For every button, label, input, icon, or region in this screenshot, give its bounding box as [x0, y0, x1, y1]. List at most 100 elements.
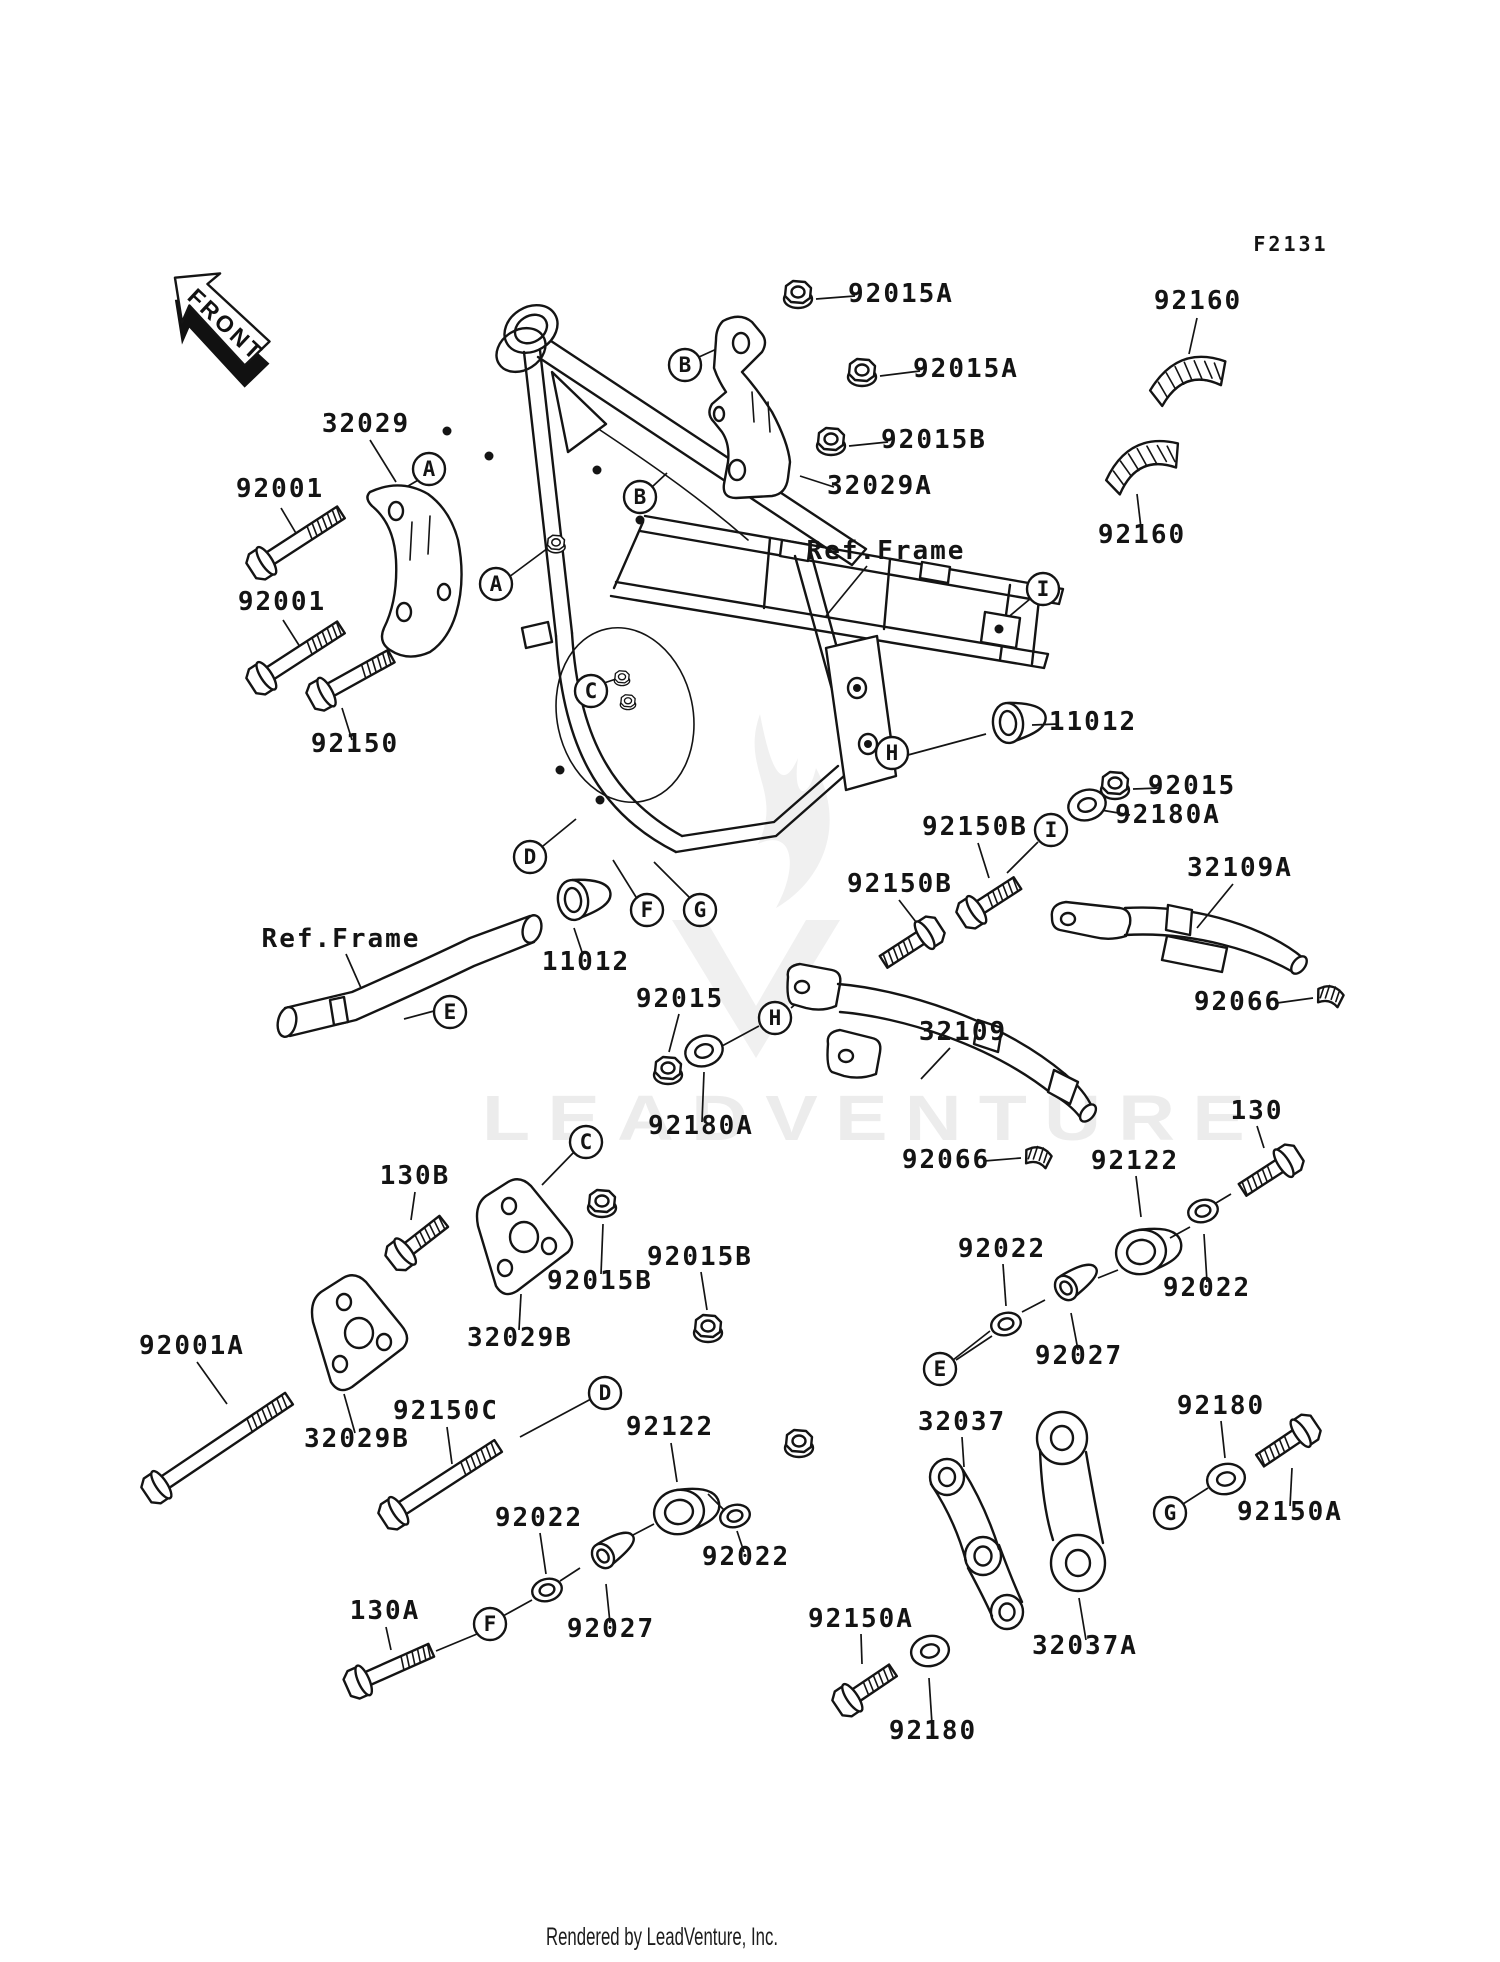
part-label-92150A-1[interactable]: 92150A	[1237, 1497, 1343, 1527]
part-label-92122-1[interactable]: 92122	[626, 1412, 714, 1442]
part-label-92180-1[interactable]: 92180	[1177, 1391, 1265, 1421]
leader-line	[410, 1191, 416, 1221]
part-label-92001-1[interactable]: 92001	[236, 474, 324, 504]
part-label-32109[interactable]: 32109	[919, 1017, 1007, 1047]
callout-D-circle: D	[512, 839, 548, 875]
leader-line	[1169, 1226, 1191, 1239]
leader-line	[1256, 1125, 1265, 1149]
leader-line	[612, 859, 637, 898]
leader-line	[1002, 1263, 1007, 1307]
leader-line	[573, 927, 584, 956]
part-label-32029B-1[interactable]: 32029B	[467, 1323, 573, 1353]
part-label-92022-2[interactable]: 92022	[702, 1542, 790, 1572]
part-label-92150C[interactable]: 92150C	[393, 1396, 499, 1426]
leader-line	[541, 1151, 575, 1186]
leader-line	[605, 1583, 611, 1624]
leader-line	[1078, 1597, 1087, 1641]
part-label-92066-1[interactable]: 92066	[1194, 987, 1282, 1017]
leader-line	[502, 1599, 533, 1617]
leader-line	[848, 441, 889, 447]
leader-line	[1097, 1269, 1119, 1279]
leader-line	[1215, 1193, 1232, 1204]
leader-line	[898, 899, 917, 923]
callout-A-circle: A	[478, 566, 514, 602]
leader-line	[1203, 1233, 1208, 1283]
part-label-92015B-1[interactable]: 92015B	[881, 425, 987, 455]
part-label-92015A-2[interactable]: 92015A	[913, 354, 1019, 384]
leader-line	[1070, 1312, 1079, 1351]
part-label-92160-1[interactable]: 92160	[1154, 286, 1242, 316]
svg-text:E: E	[444, 1000, 457, 1024]
part-label-130B[interactable]: 130B	[380, 1161, 451, 1191]
part-label-92150B-1[interactable]: 92150B	[922, 812, 1028, 842]
part-label-92180-2[interactable]: 92180	[889, 1716, 977, 1746]
part-label-92150[interactable]: 92150	[311, 729, 399, 759]
part-label-92160-2[interactable]: 92160	[1098, 520, 1186, 550]
svg-text:G: G	[1164, 1501, 1177, 1525]
svg-text:B: B	[634, 485, 647, 509]
leader-line	[1220, 1420, 1226, 1459]
part-label-32029[interactable]: 32029	[322, 409, 410, 439]
svg-text:D: D	[599, 1381, 612, 1405]
leader-line	[1136, 493, 1142, 529]
svg-text:B: B	[679, 353, 692, 377]
part-label-92122-2[interactable]: 92122	[1091, 1146, 1179, 1176]
part-label-92001A[interactable]: 92001A	[139, 1331, 245, 1361]
part-label-11012-2[interactable]: 11012	[542, 947, 630, 977]
part-label-130[interactable]: 130	[1231, 1096, 1284, 1126]
svg-text:F: F	[641, 898, 654, 922]
part-label-32029A[interactable]: 32029A	[827, 471, 933, 501]
part-label-92022-3[interactable]: 92022	[958, 1234, 1046, 1264]
part-label-92015B-3[interactable]: 92015B	[647, 1242, 753, 1272]
watermark-text: LEADVENTURE	[482, 1082, 1262, 1154]
part-label-92150B-2[interactable]: 92150B	[847, 869, 953, 899]
part-label-11012-1[interactable]: 11012	[1049, 707, 1137, 737]
leader-line	[1182, 1487, 1209, 1505]
leader-lines	[196, 295, 1314, 1725]
leader-line	[1188, 317, 1198, 355]
engine-bracket-32029	[366, 484, 463, 658]
part-label-92015-1[interactable]: 92015	[1148, 771, 1236, 801]
svg-text:H: H	[886, 741, 899, 765]
part-label-92001-2[interactable]: 92001	[238, 587, 326, 617]
callout-D-circle: D	[587, 1375, 623, 1411]
watermark-v-icon	[672, 920, 840, 1058]
svg-text:C: C	[580, 1130, 593, 1154]
leader-line	[907, 733, 987, 756]
callout-E-circle: E	[432, 994, 468, 1030]
leader-line	[559, 1567, 581, 1582]
leader-line	[446, 1426, 453, 1465]
part-label-32029B-2[interactable]: 32029B	[304, 1424, 410, 1454]
part-label-92150A-2[interactable]: 92150A	[808, 1604, 914, 1634]
part-label-92180A-2[interactable]: 92180A	[648, 1111, 754, 1141]
leader-line	[1276, 997, 1314, 1004]
part-label-130A[interactable]: 130A	[350, 1596, 421, 1626]
part-label-32109A[interactable]: 32109A	[1187, 853, 1293, 883]
part-label-32037[interactable]: 32037	[918, 1407, 1006, 1437]
part-label-92015-2[interactable]: 92015	[636, 984, 724, 1014]
leader-line	[707, 1493, 725, 1511]
leader-line	[825, 565, 868, 617]
part-label-refframe-1[interactable]: Ref.Frame	[807, 536, 966, 566]
callout-F-circle: F	[629, 892, 665, 928]
leader-line	[670, 1442, 678, 1483]
part-label-92015B-2[interactable]: 92015B	[547, 1266, 653, 1296]
part-label-32037A[interactable]: 32037A	[1032, 1631, 1138, 1661]
part-label-92066-2[interactable]: 92066	[902, 1145, 990, 1175]
part-label-92022-4[interactable]: 92022	[1163, 1273, 1251, 1303]
part-label-92027-2[interactable]: 92027	[1035, 1341, 1123, 1371]
part-label-92022-1[interactable]: 92022	[495, 1503, 583, 1533]
callout-H-circle: H	[874, 735, 910, 771]
part-label-92015A-1[interactable]: 92015A	[848, 279, 954, 309]
leader-line	[955, 1335, 993, 1361]
leader-line	[369, 439, 397, 483]
svg-text:I: I	[1045, 818, 1058, 842]
footrest-arm-32109	[786, 962, 1098, 1123]
leader-line	[403, 1010, 435, 1020]
leader-line	[977, 842, 990, 879]
part-label-92027-1[interactable]: 92027	[567, 1614, 655, 1644]
part-label-92180A-1[interactable]: 92180A	[1115, 800, 1221, 830]
leader-line	[435, 1633, 478, 1652]
part-label-refframe-2[interactable]: Ref.Frame	[262, 924, 421, 954]
